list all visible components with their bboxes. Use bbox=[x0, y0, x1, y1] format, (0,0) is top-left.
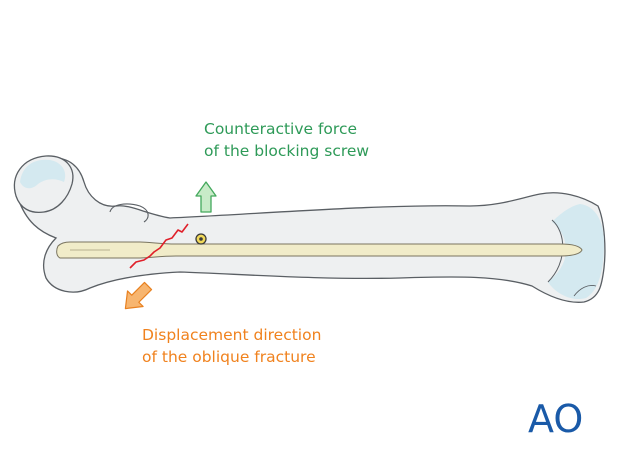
greater-trochanter bbox=[109, 203, 149, 223]
fracture-line bbox=[129, 223, 189, 269]
displacement-arrow bbox=[124, 281, 153, 310]
intramedullary-nail bbox=[56, 241, 583, 259]
displacement-label: Displacement direction of the oblique fr… bbox=[142, 324, 321, 368]
ao-logo: AO bbox=[528, 397, 583, 441]
displacement-line2: of the oblique fracture bbox=[142, 348, 316, 366]
counteractive-force-line1: Counteractive force bbox=[204, 120, 358, 138]
counteractive-force-label: Counteractive force of the blocking scre… bbox=[204, 118, 369, 162]
femoral-head-cartilage bbox=[20, 159, 66, 189]
condyle-detail bbox=[573, 285, 597, 297]
counteractive-force-line2: of the blocking screw bbox=[204, 142, 370, 160]
counteractive-force-arrow bbox=[195, 181, 217, 213]
blocking-screw-center bbox=[199, 237, 203, 241]
displacement-line1: Displacement direction bbox=[142, 326, 322, 344]
femur-bone bbox=[16, 157, 606, 303]
